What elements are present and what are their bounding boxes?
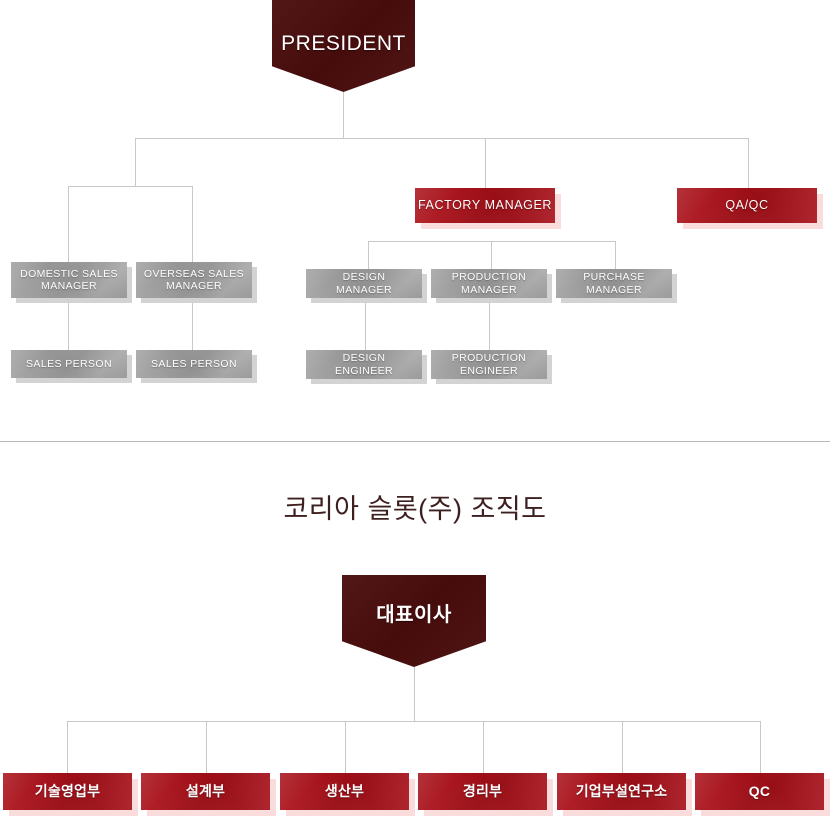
node-production-engineer[interactable]: PRODUCTION ENGINEER xyxy=(431,350,547,379)
korean-chart-title: 코리아 슬롯(주) 조직도 xyxy=(283,494,547,524)
node-department-4[interactable]: 경리부 xyxy=(418,773,547,810)
node-ceo[interactable]: 대표이사 xyxy=(342,575,486,667)
connector-production-manager-drop xyxy=(491,241,492,269)
node-sales-person-2-label: SALES PERSON xyxy=(151,357,237,370)
node-president-label: PRESIDENT xyxy=(281,32,406,55)
connector-dept-drop-5 xyxy=(622,721,623,773)
node-purchase-manager-line2: MANAGER xyxy=(586,283,642,296)
node-design-engineer-line2: ENGINEER xyxy=(334,364,394,377)
node-design-manager-line2: MANAGER xyxy=(336,283,392,296)
node-ceo-label: 대표이사 xyxy=(376,604,452,626)
node-domestic-sales-manager-label: DOMESTIC SALES MANAGER xyxy=(20,268,118,293)
connector-bus-to-sales-bracket xyxy=(135,138,136,186)
node-factory-manager-label: FACTORY MANAGER xyxy=(417,198,553,213)
node-design-engineer-label: DESIGN ENGINEER xyxy=(335,352,393,377)
node-design-manager[interactable]: DESIGN MANAGER xyxy=(306,269,422,298)
node-department-2-label: 설계부 xyxy=(185,783,226,800)
node-purchase-manager[interactable]: PURCHASE MANAGER xyxy=(556,269,672,298)
node-design-manager-label: DESIGN MANAGER xyxy=(336,271,392,296)
node-qa-qc-label: QA/QC xyxy=(725,198,769,213)
connector-main-bus xyxy=(135,138,749,139)
node-domestic-sales-manager-line1: DOMESTIC SALES xyxy=(20,267,118,280)
connector-bus-to-qa-qc xyxy=(748,138,749,188)
node-production-engineer-line1: PRODUCTION xyxy=(451,352,527,364)
node-department-1-label: 기술영업부 xyxy=(34,783,101,800)
connector-bus-to-factory-manager xyxy=(485,138,486,188)
node-overseas-sales-manager-label: OVERSEAS SALES MANAGER xyxy=(144,268,244,293)
node-qa-qc[interactable]: QA/QC xyxy=(677,188,817,223)
connector-dept-drop-6 xyxy=(760,721,761,773)
node-purchase-manager-label: PURCHASE MANAGER xyxy=(583,271,645,296)
node-sales-person-2[interactable]: SALES PERSON xyxy=(136,350,252,378)
node-sales-person-1[interactable]: SALES PERSON xyxy=(11,350,127,378)
node-domestic-sales-manager[interactable]: DOMESTIC SALES MANAGER xyxy=(11,262,127,298)
node-production-manager-label: PRODUCTION MANAGER xyxy=(452,271,527,296)
node-department-1[interactable]: 기술영업부 xyxy=(3,773,132,810)
connector-design-manager-drop xyxy=(368,241,369,269)
node-department-2[interactable]: 설계부 xyxy=(141,773,270,810)
section-divider xyxy=(0,441,830,442)
connector-dept-drop-1 xyxy=(67,721,68,773)
node-department-4-label: 경리부 xyxy=(462,783,503,800)
node-department-5-label: 기업부설연구소 xyxy=(575,783,668,800)
connector-president-down xyxy=(343,92,344,138)
connector-dept-drop-3 xyxy=(345,721,346,773)
node-overseas-sales-manager-line1: OVERSEAS SALES xyxy=(143,267,245,280)
connector-sales-bracket xyxy=(68,186,193,187)
node-factory-manager[interactable]: FACTORY MANAGER xyxy=(415,188,555,223)
connector-korean-bus xyxy=(67,721,761,722)
node-production-engineer-label: PRODUCTION ENGINEER xyxy=(452,352,527,377)
node-president[interactable]: PRESIDENT xyxy=(272,0,415,92)
connector-design-engineer-drop xyxy=(365,298,366,350)
connector-ceo-down xyxy=(414,667,415,721)
node-overseas-sales-manager[interactable]: OVERSEAS SALES MANAGER xyxy=(136,262,252,298)
node-production-manager[interactable]: PRODUCTION MANAGER xyxy=(431,269,547,298)
node-production-engineer-line2: ENGINEER xyxy=(459,364,519,377)
node-sales-person-1-label: SALES PERSON xyxy=(26,357,112,370)
node-design-engineer[interactable]: DESIGN ENGINEER xyxy=(306,350,422,379)
connector-production-engineer-drop xyxy=(489,298,490,350)
node-purchase-manager-line1: PURCHASE xyxy=(583,271,645,283)
node-department-3[interactable]: 생산부 xyxy=(280,773,409,810)
node-department-6[interactable]: QC xyxy=(695,773,824,810)
node-design-manager-line1: DESIGN xyxy=(342,271,386,283)
node-design-engineer-line1: DESIGN xyxy=(342,352,386,364)
node-department-3-label: 생산부 xyxy=(324,783,365,800)
node-department-6-label: QC xyxy=(748,783,771,800)
connector-dept-drop-4 xyxy=(483,721,484,773)
node-production-manager-line2: MANAGER xyxy=(461,283,517,296)
node-domestic-sales-manager-line2: MANAGER xyxy=(41,280,97,292)
node-production-manager-line1: PRODUCTION xyxy=(451,271,527,283)
node-overseas-sales-manager-line2: MANAGER xyxy=(166,280,222,292)
node-department-5[interactable]: 기업부설연구소 xyxy=(557,773,686,810)
connector-purchase-manager-drop xyxy=(615,241,616,269)
connector-dept-drop-2 xyxy=(206,721,207,773)
